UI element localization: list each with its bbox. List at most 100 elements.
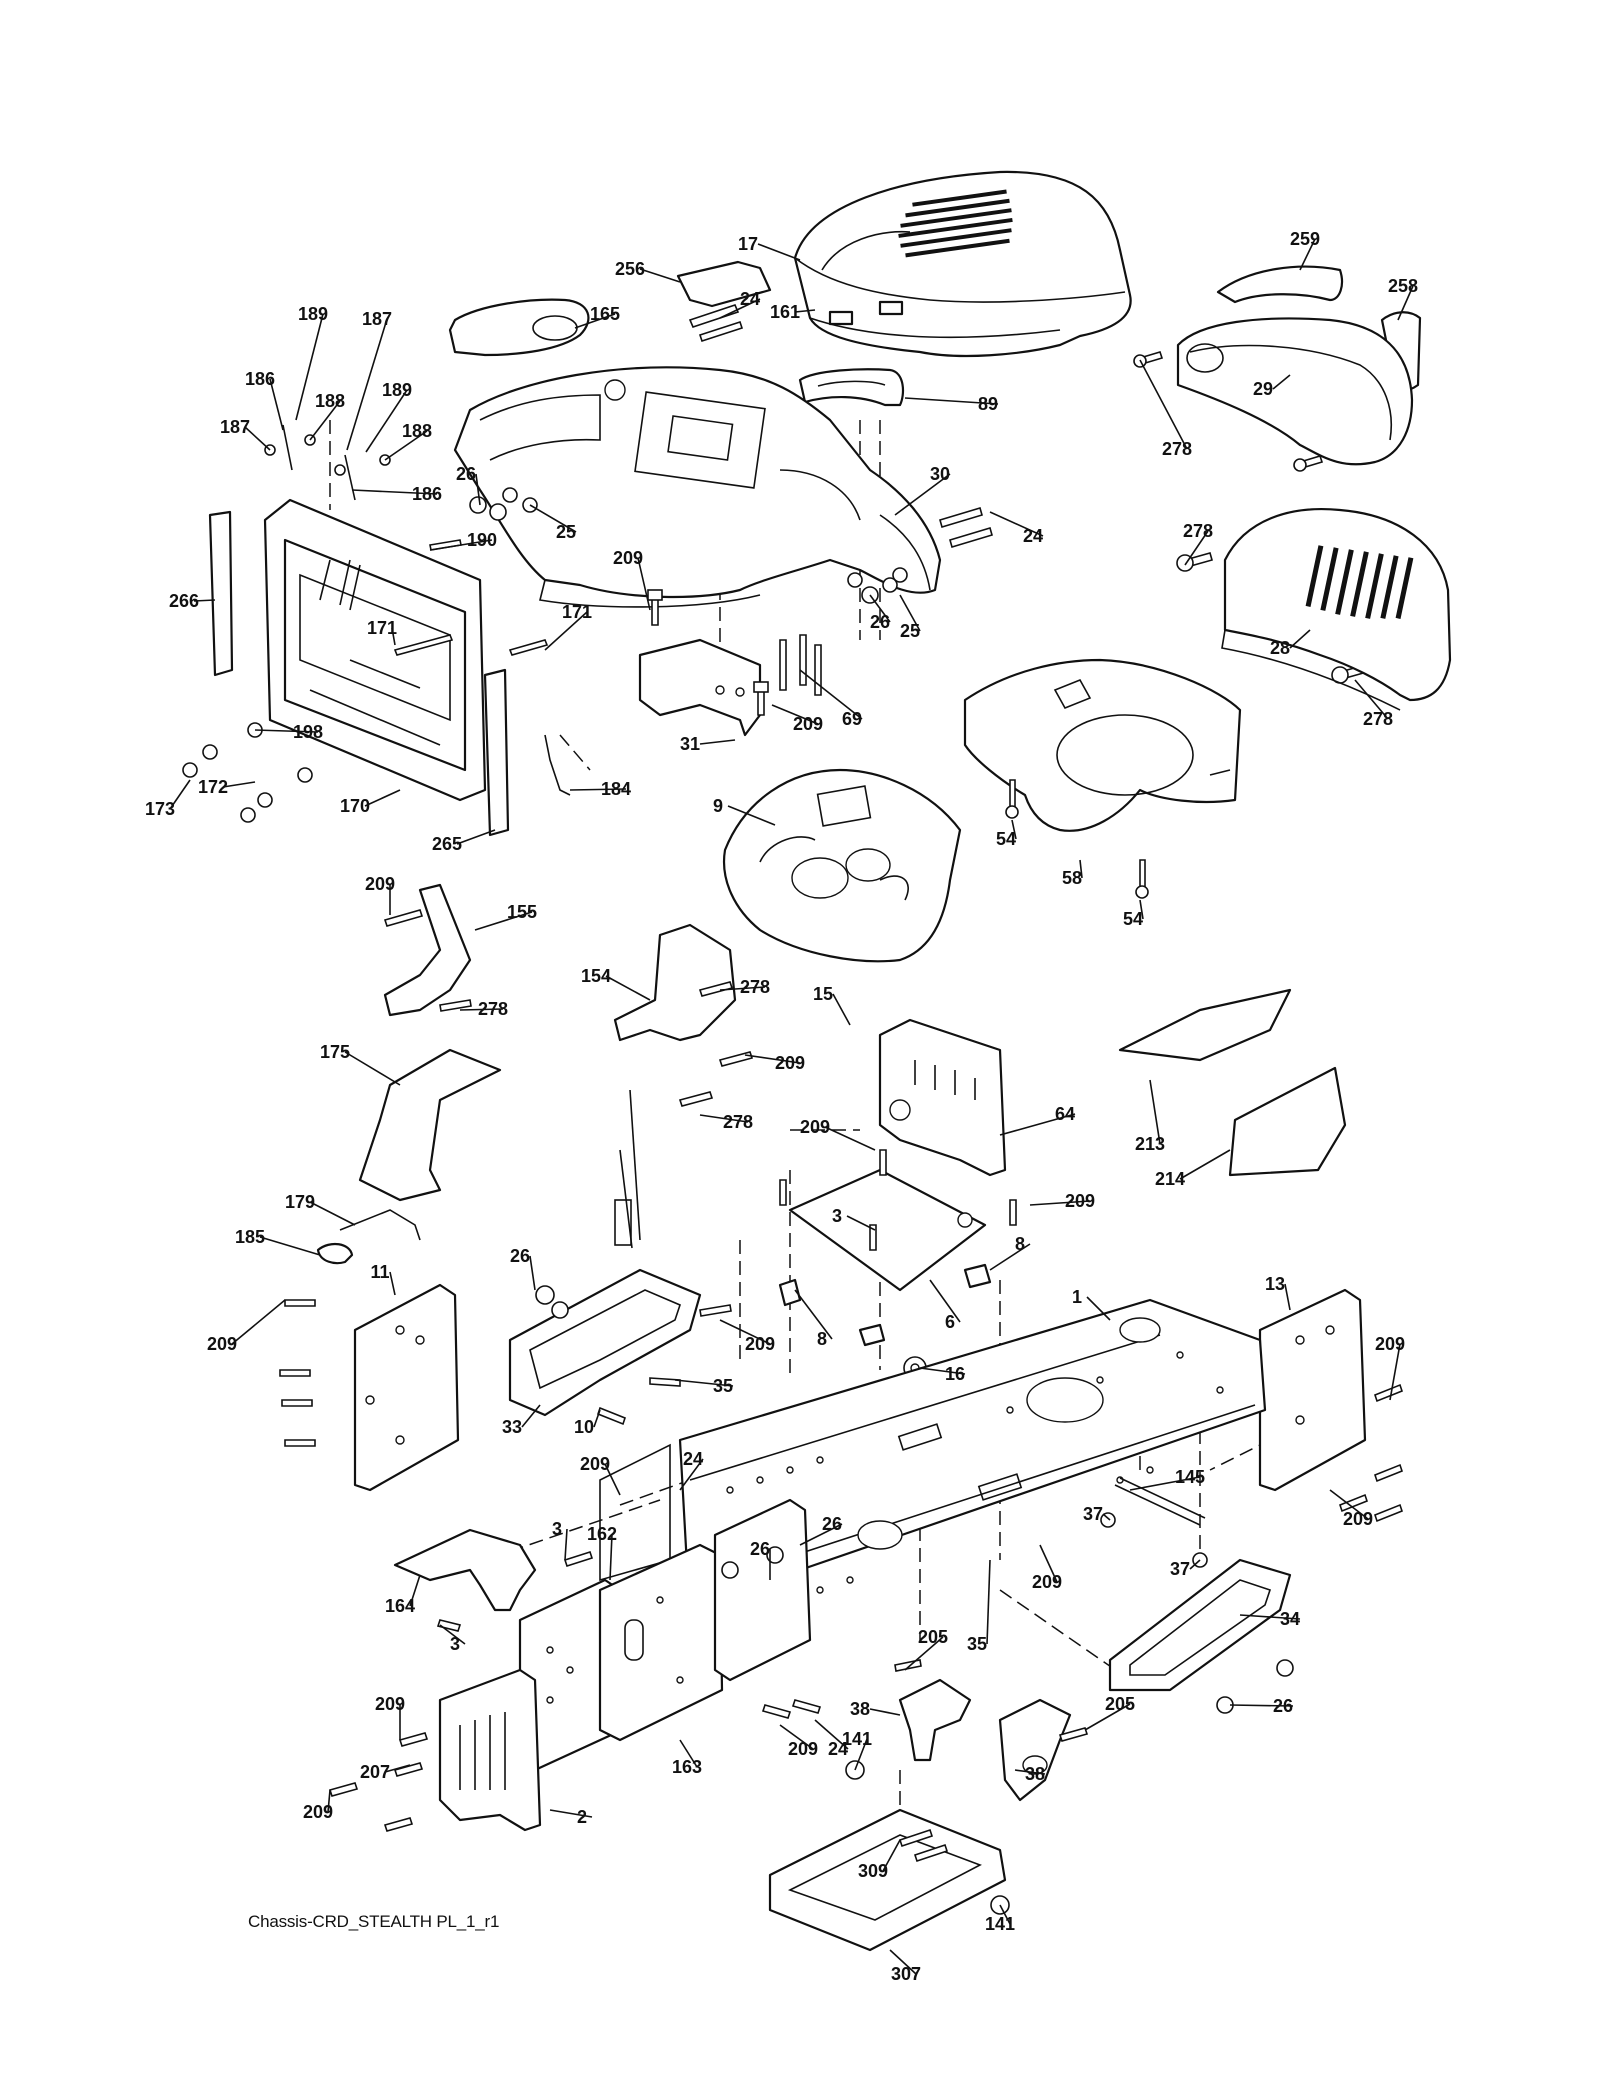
leader-line	[1239, 1614, 1301, 1620]
leader-line	[169, 779, 191, 810]
plate-163	[598, 1543, 724, 1742]
plate-6	[779, 1149, 1017, 1292]
leader-line	[529, 1255, 536, 1291]
leader-line	[409, 1574, 421, 1607]
callout-number: 185	[235, 1227, 265, 1247]
leader-line	[679, 1458, 704, 1491]
leader-line	[1189, 1559, 1201, 1570]
leader-line	[757, 243, 801, 261]
callout-number: 207	[360, 1762, 390, 1782]
leader-line	[1102, 1513, 1111, 1521]
leader-line	[869, 594, 891, 623]
leader-line	[344, 1051, 401, 1086]
bracket-38-left	[894, 1659, 972, 1762]
leader-line	[799, 1523, 843, 1546]
leader-line	[1149, 1079, 1161, 1145]
bracket-31	[638, 638, 762, 737]
leader-line	[605, 975, 651, 1001]
callout-number: 17	[738, 234, 758, 254]
leader-line	[899, 594, 921, 632]
callout-number: 35	[713, 1376, 733, 1396]
bracket-164	[393, 1528, 594, 1632]
callout-number: 38	[1025, 1764, 1045, 1784]
callout-number: 213	[1135, 1134, 1165, 1154]
plate-11	[279, 1283, 460, 1492]
leader-line	[1084, 1703, 1131, 1731]
callout-leaders	[169, 238, 1414, 1975]
dash-console	[722, 768, 962, 963]
leader-line	[919, 1367, 966, 1375]
callout-number: 165	[590, 304, 620, 324]
callout-number: 15	[813, 984, 833, 1004]
leader-line	[231, 1299, 286, 1345]
bolts-69	[779, 634, 822, 696]
callout-number: 209	[375, 1694, 405, 1714]
callout-number: 26	[822, 1514, 842, 1534]
bracket-155	[383, 883, 472, 1017]
callout-number: 154	[581, 966, 611, 986]
leader-line	[679, 1739, 698, 1768]
leader-line	[593, 1409, 601, 1428]
callout-number: 3	[832, 1206, 842, 1226]
callout-number: 26	[750, 1539, 770, 1559]
callout-number: 162	[587, 1524, 617, 1544]
callout-number: 189	[382, 380, 412, 400]
callout-number: 186	[245, 369, 275, 389]
callout-number: 209	[775, 1053, 805, 1073]
callout-number: 278	[1363, 709, 1393, 729]
callout-number: 24	[740, 289, 760, 309]
callout-number: 278	[723, 1112, 753, 1132]
callout-number: 26	[870, 612, 890, 632]
callout-number: 175	[320, 1042, 350, 1062]
callout-number: 1	[1072, 1287, 1082, 1307]
footrest-34	[1108, 1558, 1294, 1714]
side-rail-265	[483, 668, 510, 837]
leader-line	[904, 1636, 944, 1671]
callout-number: 141	[842, 1729, 872, 1749]
leader-line	[456, 829, 496, 845]
callout-number: 188	[402, 421, 432, 441]
hood-vents	[898, 189, 1013, 258]
callout-number: 188	[315, 391, 345, 411]
leader-line	[389, 1271, 396, 1296]
leader-line	[1329, 1489, 1369, 1520]
leader-line	[1299, 238, 1316, 271]
leader-line	[999, 1113, 1076, 1136]
callout-number: 172	[198, 777, 228, 797]
leader-line	[699, 739, 736, 745]
leader-line	[364, 789, 401, 807]
leader-line	[244, 426, 271, 451]
callout-number: 161	[770, 302, 800, 322]
callout-number: 54	[996, 829, 1016, 849]
callout-number: 259	[1290, 229, 1320, 249]
leader-line	[1389, 1343, 1401, 1401]
leader-line	[1014, 1769, 1046, 1775]
callout-number: 24	[683, 1449, 703, 1469]
leader-line	[727, 805, 776, 826]
callout-number: 16	[945, 1364, 965, 1384]
leader-line	[854, 1738, 868, 1771]
leader-line	[1086, 1296, 1111, 1321]
callout-number: 29	[1253, 379, 1273, 399]
callout-number: 3	[450, 1634, 460, 1654]
rear-bumper	[1176, 317, 1414, 466]
leader-line	[222, 781, 256, 788]
leader-line	[1184, 530, 1209, 566]
grille-slots	[1305, 545, 1414, 619]
callout-number: 58	[1062, 868, 1082, 888]
leader-line	[1039, 1544, 1058, 1583]
leader-line	[1272, 374, 1291, 390]
frame-holes	[726, 1351, 1224, 1594]
callout-number: 89	[978, 394, 998, 414]
leader-line	[1397, 285, 1414, 321]
pedal-185	[316, 1242, 354, 1265]
callout-number: 214	[1155, 1169, 1185, 1189]
callout-number: 209	[745, 1334, 775, 1354]
callout-number: 163	[672, 1757, 702, 1777]
leader-line	[1129, 1476, 1201, 1491]
callout-number: 278	[1162, 439, 1192, 459]
callout-number: 155	[507, 902, 537, 922]
callout-number: 309	[858, 1861, 888, 1881]
leader-line	[719, 1319, 771, 1345]
callout-number: 64	[1055, 1104, 1075, 1124]
